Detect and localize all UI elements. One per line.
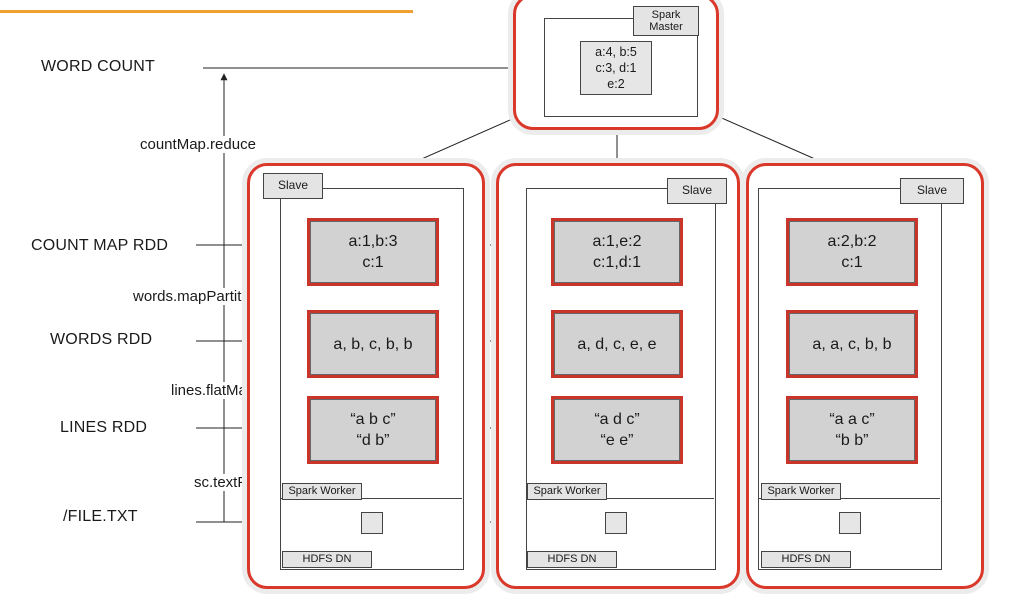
stage-label-lines-rdd: LINES RDD	[60, 419, 148, 436]
stage-label-file: /FILE.TXT	[63, 508, 138, 525]
node-1-words-text: a, b, c, b, b	[333, 335, 413, 353]
header-accent-rule	[0, 10, 413, 13]
master-result-line1: a:4, b:5	[595, 45, 637, 59]
master-result-line3: e:2	[607, 77, 625, 91]
op-label-map-partitions: words.mapPartitions	[132, 288, 270, 305]
node-1-hdfs-block	[361, 512, 383, 534]
node-2-count-map-box: a:1,e:2 c:1,d:1	[551, 218, 683, 286]
node-2-spark-worker-tag: Spark Worker	[527, 483, 607, 500]
node-2-hdfs-tag: HDFS DN	[527, 551, 617, 568]
node-2-lines-line2: “e e”	[600, 432, 634, 449]
node-2-count-map-line1: a:1,e:2	[592, 233, 642, 250]
node-1-worker-divider	[280, 498, 462, 499]
op-label-text-file: sc.textFile	[193, 474, 263, 491]
node-3-count-map-box: a:2,b:2 c:1	[786, 218, 918, 286]
node-3-lines-box: “a a c” “b b”	[786, 396, 918, 464]
master-result-box: a:4, b:5 c:3, d:1 e:2	[580, 41, 652, 95]
node-2-worker-divider	[526, 498, 714, 499]
node-2-lines-line1: “a d c”	[594, 411, 640, 428]
spark-master-tag-line1: Spark	[651, 8, 681, 21]
node-2-words-box: a, d, c, e, e	[551, 310, 683, 378]
node-2-count-map-line2: c:1,d:1	[592, 254, 642, 271]
node-3-count-map-line2: c:1	[841, 254, 863, 271]
node-2-lines-box: “a d c” “e e”	[551, 396, 683, 464]
node-3-words-box: a, a, c, b, b	[786, 310, 918, 378]
node-2-slave-tag: Slave	[667, 178, 727, 204]
stage-label-word-count: WORD COUNT	[41, 58, 155, 75]
node-1-count-map-box: a:1,b:3 c:1	[307, 218, 439, 286]
node-3-lines-line2: “b b”	[835, 432, 869, 449]
op-label-reduce: countMap.reduce	[139, 136, 257, 153]
node-1-count-map-line2: c:1	[362, 254, 384, 271]
op-label-flat-map: lines.flatMap	[170, 382, 257, 399]
node-1-spark-worker-tag: Spark Worker	[282, 483, 362, 500]
spark-master-tag: Spark Master	[633, 6, 699, 36]
node-1-count-map-line1: a:1,b:3	[348, 233, 398, 250]
node-3-slave-tag: Slave	[900, 178, 964, 204]
node-3-count-map-line1: a:2,b:2	[827, 233, 877, 250]
node-3-worker-divider	[758, 498, 940, 499]
node-3-lines-line1: “a a c”	[829, 411, 875, 428]
node-1-lines-line1: “a b c”	[350, 411, 396, 428]
spark-master-tag-line2: Master	[649, 21, 683, 33]
node-2-hdfs-block	[605, 512, 627, 534]
node-2-words-text: a, d, c, e, e	[577, 335, 657, 353]
node-1-hdfs-tag: HDFS DN	[282, 551, 372, 568]
node-3-words-text: a, a, c, b, b	[812, 335, 892, 353]
stage-label-words-rdd: WORDS RDD	[50, 331, 153, 348]
node-3-hdfs-tag: HDFS DN	[761, 551, 851, 568]
node-1-lines-box: “a b c” “d b”	[307, 396, 439, 464]
master-result-line2: c:3, d:1	[595, 61, 637, 75]
node-1-words-box: a, b, c, b, b	[307, 310, 439, 378]
node-3-hdfs-block	[839, 512, 861, 534]
node-1-lines-line2: “d b”	[356, 432, 390, 449]
node-3-spark-worker-tag: Spark Worker	[761, 483, 841, 500]
node-1-slave-tag: Slave	[263, 173, 323, 199]
stage-label-count-map-rdd: COUNT MAP RDD	[31, 237, 169, 254]
